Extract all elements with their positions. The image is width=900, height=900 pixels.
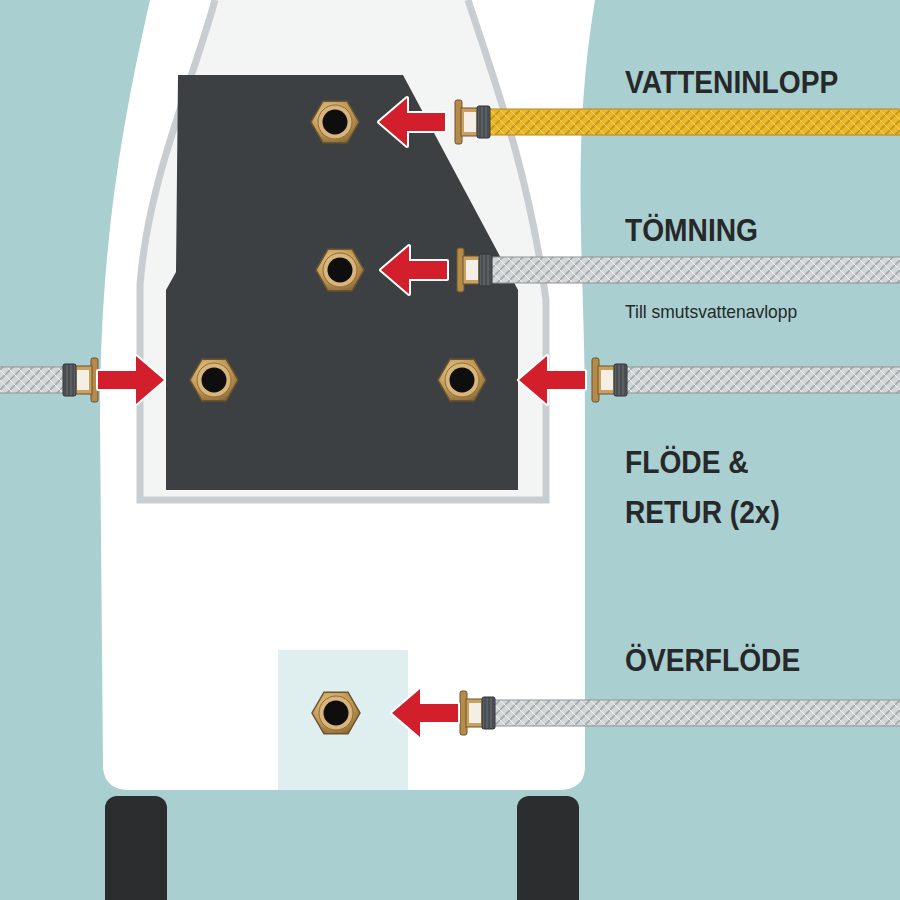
panel-recess	[140, 0, 546, 500]
direction-arrow	[392, 689, 458, 737]
drain-hose	[489, 257, 900, 283]
flow-fitting	[438, 359, 486, 401]
connection-label: Till smutsvattenavlopp	[625, 301, 797, 324]
direction-arrow	[379, 98, 445, 146]
connection-label: TÖMNING	[625, 212, 758, 249]
connection-label: FLÖDE & RETUR (2x)	[625, 437, 805, 537]
return-hose	[0, 367, 66, 393]
hose-coupling	[455, 100, 490, 144]
connection-label: VATTENINLOPP	[625, 64, 838, 101]
overflow-fitting	[312, 692, 360, 734]
direction-arrow	[381, 246, 447, 294]
connection-label: ÖVERFLÖDE	[625, 642, 800, 679]
hose-coupling	[592, 358, 627, 402]
hose-coupling	[460, 691, 495, 735]
inlet-fitting	[311, 101, 359, 143]
overflow-hose	[492, 700, 900, 726]
direction-arrow	[98, 356, 164, 404]
inlet-hose	[487, 109, 900, 135]
flow-hose	[624, 367, 900, 393]
wheel	[105, 796, 167, 900]
overflow-panel	[278, 650, 408, 790]
wheel	[517, 796, 579, 900]
hose-coupling	[457, 248, 492, 292]
hose-coupling	[63, 358, 98, 402]
direction-arrow	[519, 356, 585, 404]
connection-panel	[166, 75, 518, 490]
return-fitting	[190, 359, 238, 401]
drain-fitting	[316, 249, 364, 291]
